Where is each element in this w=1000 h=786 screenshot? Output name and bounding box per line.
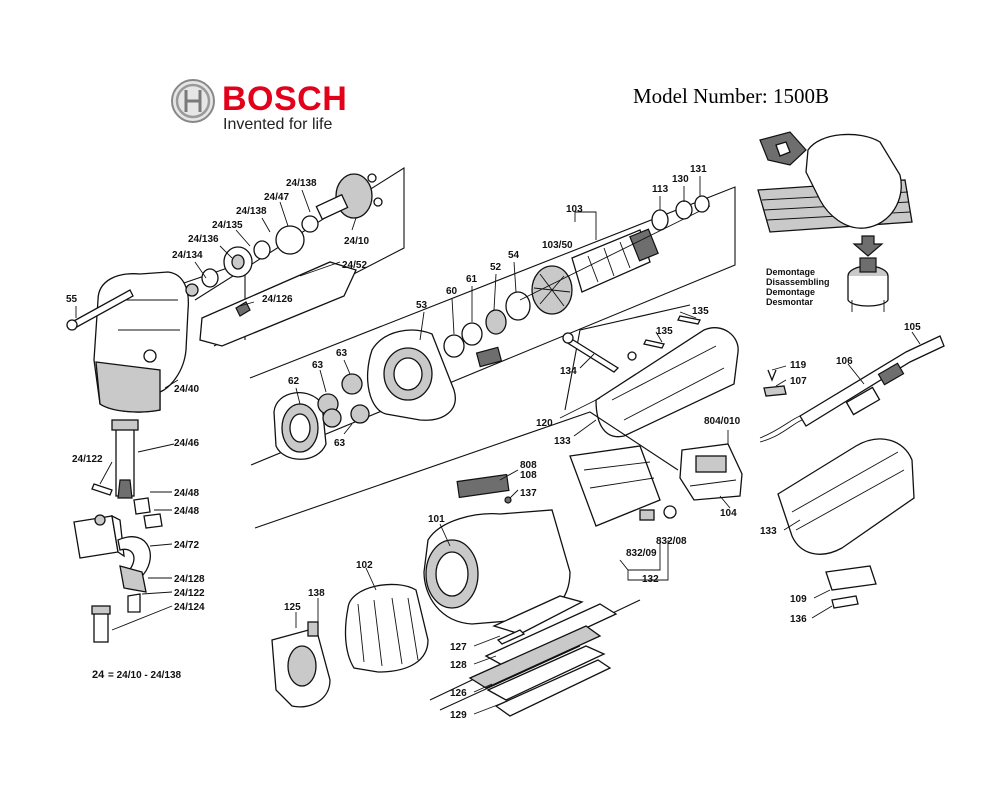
label-132: 132 <box>642 574 659 585</box>
label-54: 54 <box>508 250 520 261</box>
label-119: 119 <box>790 360 807 371</box>
label-127: 127 <box>450 642 467 653</box>
label-137: 137 <box>520 488 537 499</box>
label-63-b: 63 <box>336 348 348 359</box>
label-63-c: 63 <box>334 438 346 449</box>
label-55: 55 <box>66 294 78 305</box>
motor-housing-group <box>254 411 679 625</box>
label-24-136: 24/136 <box>188 234 219 245</box>
inset-label-3: Demontage <box>766 287 815 297</box>
label-24-126: 24/126 <box>262 294 293 305</box>
label-62: 62 <box>288 376 300 387</box>
label-832-08: 832/08 <box>656 536 687 547</box>
label-104: 104 <box>720 508 737 519</box>
rails-group <box>429 595 641 717</box>
model-number: Model Number: 1500B <box>633 84 829 108</box>
bosch-logo-icon <box>171 79 215 123</box>
inset-label-1: Demontage <box>766 267 815 277</box>
label-130: 130 <box>672 174 689 185</box>
label-102: 102 <box>356 560 373 571</box>
label-131: 131 <box>690 164 707 175</box>
label-804-010: 804/010 <box>704 416 741 427</box>
label-24-138-a: 24/138 <box>236 206 267 217</box>
leader-lines <box>75 176 921 715</box>
label-24-40: 24/40 <box>174 384 199 395</box>
brand-block: BOSCH Invented for life <box>170 76 370 138</box>
formula-text: = 24/10 - 24/138 <box>108 670 182 681</box>
label-135-a: 135 <box>692 306 709 317</box>
brand-tagline: Invented for life <box>223 116 333 133</box>
handle-group <box>562 304 739 438</box>
label-101: 101 <box>428 514 445 525</box>
label-24-10: 24/10 <box>344 236 369 247</box>
formula-key: 24 <box>92 669 105 681</box>
label-60: 60 <box>446 286 458 297</box>
label-108: 108 <box>520 470 537 481</box>
label-832-09: 832/09 <box>626 548 657 559</box>
cord-group <box>759 335 945 443</box>
stator-group <box>271 583 429 708</box>
disassembly-inset <box>757 131 913 312</box>
label-105: 105 <box>904 322 921 333</box>
label-109: 109 <box>790 594 807 605</box>
label-106: 106 <box>836 356 853 367</box>
label-135-b: 135 <box>656 326 673 337</box>
label-24-72: 24/72 <box>174 540 199 551</box>
inset-label-4: Desmontar <box>766 297 814 307</box>
label-24-122-a: 24/122 <box>72 454 103 465</box>
label-808: 808 <box>520 460 537 471</box>
label-24-128: 24/128 <box>174 574 205 585</box>
label-52: 52 <box>490 262 502 273</box>
label-103: 103 <box>566 204 583 215</box>
switch-group <box>679 443 743 501</box>
label-24-52: 24/52 <box>342 260 367 271</box>
inset-label-2: Disassembling <box>766 277 830 287</box>
label-24-48-b: 24/48 <box>174 506 199 517</box>
brand-name: BOSCH <box>222 80 348 118</box>
label-24-124: 24/124 <box>174 602 205 613</box>
head-assembly <box>66 261 246 643</box>
label-126: 126 <box>450 688 467 699</box>
part-labels: 55 24/40 24/46 24/122 24/48 24/48 24/72 … <box>66 164 921 721</box>
label-61: 61 <box>466 274 478 285</box>
label-24-138-b: 24/138 <box>286 178 317 189</box>
eccentric-shaft-group <box>185 167 405 347</box>
label-24-46: 24/46 <box>174 438 199 449</box>
label-120: 120 <box>536 418 553 429</box>
label-113: 113 <box>652 184 669 195</box>
label-129: 129 <box>450 710 467 721</box>
label-24-122-b: 24/122 <box>174 588 205 599</box>
gear-housing-group <box>249 186 736 466</box>
label-24-48-a: 24/48 <box>174 488 199 499</box>
label-63-a: 63 <box>312 360 324 371</box>
label-107: 107 <box>790 376 807 387</box>
label-136: 136 <box>790 614 807 625</box>
label-125: 125 <box>284 602 301 613</box>
label-133-a: 133 <box>554 436 571 447</box>
label-24-135: 24/135 <box>212 220 243 231</box>
label-24-47: 24/47 <box>264 192 289 203</box>
label-24-134: 24/134 <box>172 250 203 261</box>
label-138: 138 <box>308 588 325 599</box>
label-134: 134 <box>560 366 577 377</box>
label-103-50: 103/50 <box>542 240 573 251</box>
label-128: 128 <box>450 660 467 671</box>
label-53: 53 <box>416 300 428 311</box>
label-133-b: 133 <box>760 526 777 537</box>
armature-group <box>519 195 711 315</box>
side-cover-group <box>777 438 915 609</box>
